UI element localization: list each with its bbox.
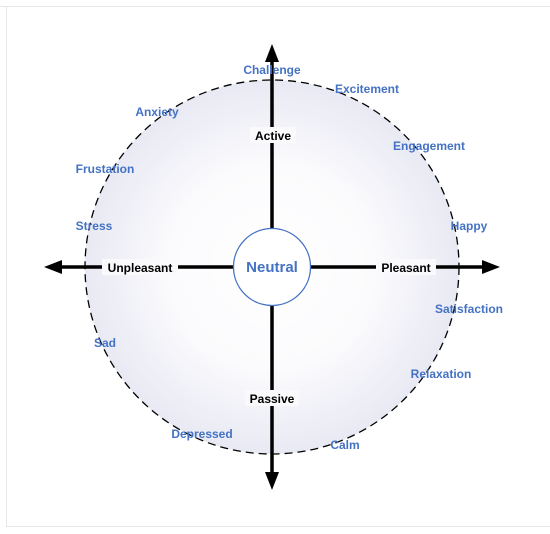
axis-label-active: Active <box>255 129 291 143</box>
neutral-label: Neutral <box>246 259 298 276</box>
pleasant-label-bg <box>376 259 436 275</box>
active-label-bg <box>250 127 296 143</box>
axis-label-unpleasant: Unpleasant <box>108 261 173 275</box>
emotion-sad: Sad <box>94 336 116 350</box>
emotion-challenge: Challenge <box>243 63 301 77</box>
passive-label-bg <box>245 390 299 406</box>
frame-bottom-border <box>6 526 550 527</box>
emotion-depressed: Depressed <box>171 427 232 441</box>
frame-left-border <box>6 6 7 526</box>
axis-label-pleasant: Pleasant <box>381 261 430 275</box>
arrow-down-icon <box>265 472 279 490</box>
neutral-center-circle <box>232 227 312 307</box>
frame-top-border <box>0 6 550 7</box>
emotion-anxiety: Anxiety <box>135 105 179 119</box>
emotion-calm: Calm <box>330 438 359 452</box>
emotion-satisfaction: Satisfaction <box>435 302 503 316</box>
emotion-engagement: Engagement <box>393 139 465 153</box>
emotion-relaxation: Relaxation <box>411 367 472 381</box>
arrow-left-icon <box>44 260 62 274</box>
arrow-up-icon <box>265 44 279 62</box>
arrow-right-icon <box>482 260 500 274</box>
emotion-excitement: Excitement <box>335 82 399 96</box>
emotion-frustation: Frustation <box>76 162 135 176</box>
unpleasant-label-bg <box>102 259 178 275</box>
axis-label-passive: Passive <box>250 392 295 406</box>
emotion-happy: Happy <box>451 219 488 233</box>
emotion-stress: Stress <box>76 219 113 233</box>
